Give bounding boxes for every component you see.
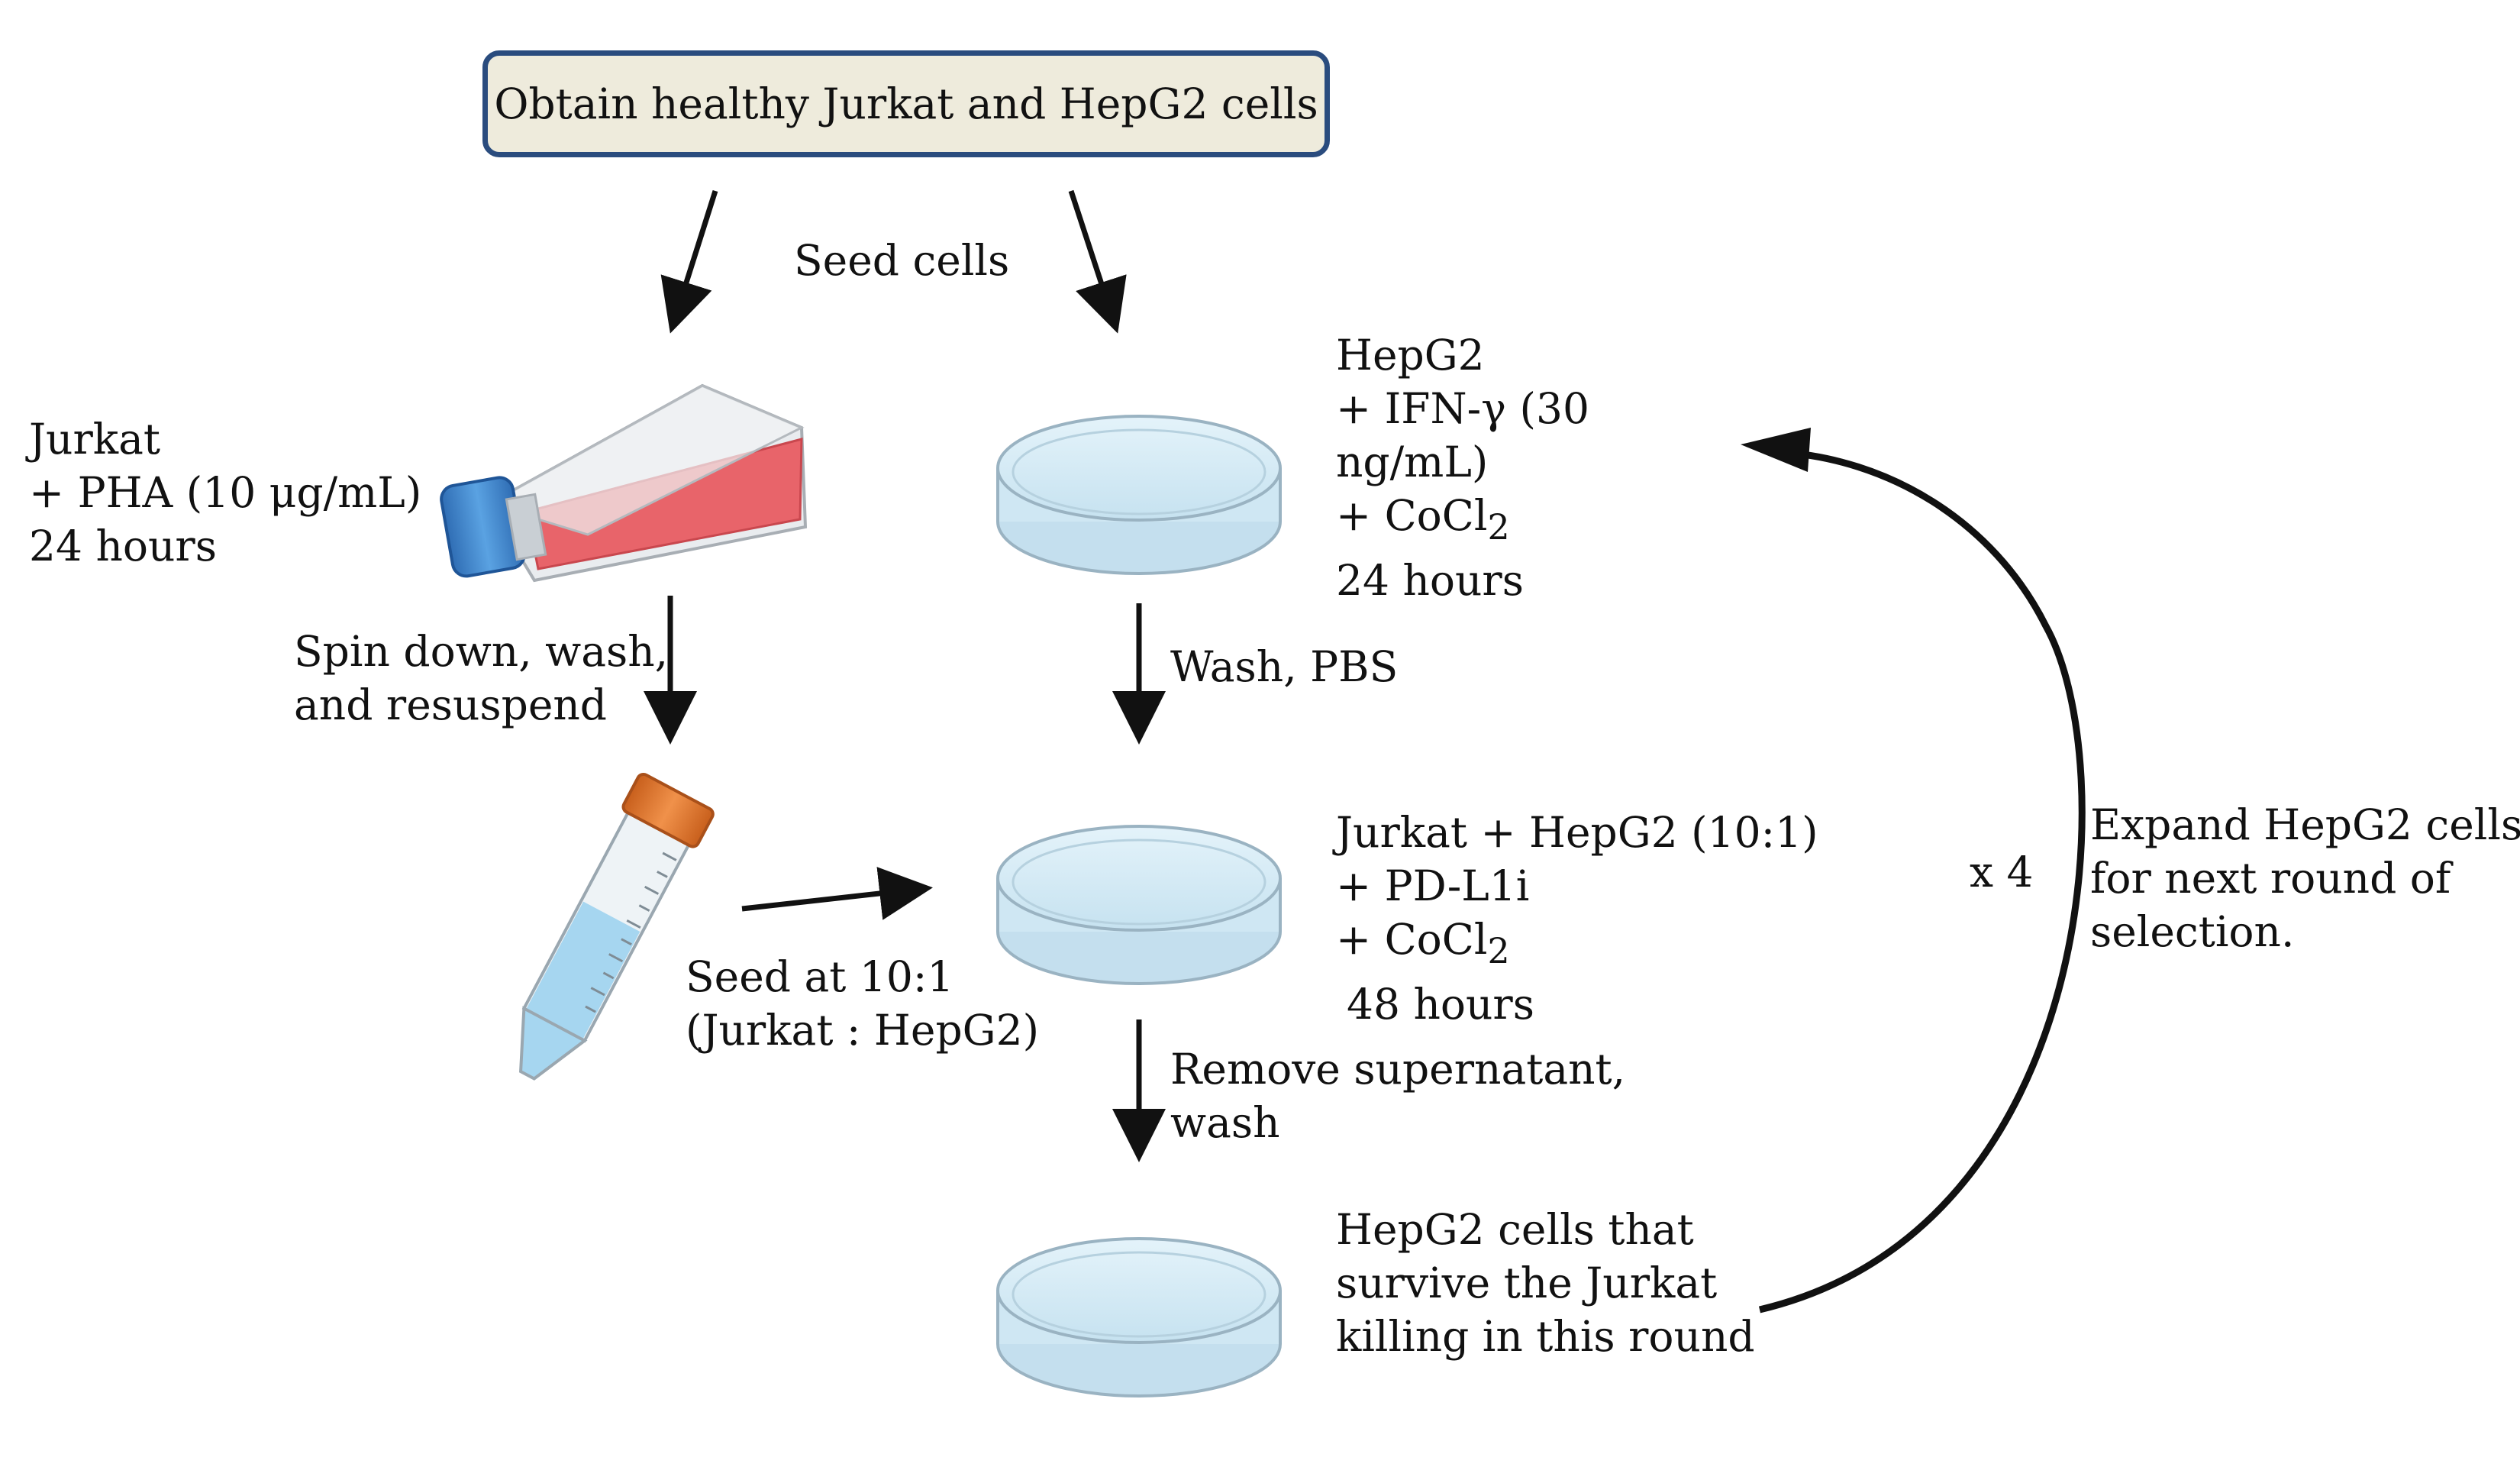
coculture-condition-line-4: 48 hours	[1347, 980, 1534, 1029]
jurkat-condition-line-3: 24 hours	[29, 522, 217, 570]
seed-ratio: Seed at 10:1 (Jurkat : HepG2)	[686, 950, 1039, 1057]
arrow-expand-loop-head	[1741, 428, 1811, 472]
repeat-count-label: x 4	[1970, 848, 2034, 897]
survivors-line-3: killing in this round	[1336, 1312, 1755, 1361]
spin-step: Spin down, wash, and resuspend	[294, 625, 668, 732]
hepg2-condition-line-3: ng/mL)	[1336, 438, 1489, 486]
seed-ratio-line-2: (Jurkat : HepG2)	[686, 1006, 1040, 1055]
culture-flask-icon	[440, 383, 808, 583]
jurkat-condition-line-2: + PHA (10 μg/mL)	[29, 468, 422, 517]
survivors-label: HepG2 cells that survive the Jurkat kill…	[1336, 1203, 1755, 1363]
remove-step: Remove supernatant, wash	[1170, 1042, 1625, 1149]
petri-dish-icon-bottom	[996, 1237, 1282, 1398]
arrows	[644, 189, 2086, 1314]
arrow-seed-left	[660, 189, 718, 334]
jurkat-condition: Jurkat + PHA (10 μg/mL) 24 hours	[29, 412, 421, 573]
hepg2-condition-line-2: + IFN-γ (30	[1336, 384, 1589, 433]
seed-ratio-line-1: Seed at 10:1	[686, 952, 954, 1001]
remove-step-line-1: Remove supernatant,	[1170, 1045, 1626, 1094]
subscript-2: 2	[1487, 506, 1510, 548]
coculture-condition-line-2: + PD-L1i	[1336, 861, 1530, 910]
hepg2-condition-line-4: + CoCl2	[1336, 491, 1510, 548]
spin-step-line-1: Spin down, wash,	[294, 627, 669, 676]
arrow-seed-ratio	[741, 867, 933, 920]
wash-pbs-label: Wash, PBS	[1170, 642, 1399, 691]
expand-step-line-2: for next round of	[2090, 854, 2451, 903]
arrow-seed-right	[1068, 189, 1127, 334]
coculture-condition-line-1: Jurkat + HepG2 (10:1)	[1336, 808, 1818, 857]
centrifuge-tube-icon	[519, 772, 715, 1081]
start-box: Obtain healthy Jurkat and HepG2 cells	[482, 50, 1330, 157]
expand-step: Expand HepG2 cells for next round of sel…	[2090, 798, 2520, 958]
remove-step-line-2: wash	[1170, 1098, 1280, 1147]
hepg2-condition-line-5: 24 hours	[1336, 556, 1524, 605]
jurkat-condition-line-1: Jurkat	[29, 415, 160, 464]
petri-dish-icon-middle	[996, 825, 1282, 985]
subscript-2: 2	[1487, 930, 1510, 971]
survivors-line-1: HepG2 cells that	[1336, 1205, 1694, 1254]
seed-cells-label: Seed cells	[794, 236, 1010, 285]
arrow-expand-loop	[1758, 448, 2086, 1314]
spin-step-line-2: and resuspend	[294, 680, 608, 729]
petri-dish-icon-top	[996, 415, 1282, 575]
hepg2-condition: HepG2 + IFN-γ (30 ng/mL) + CoCl2 24 hour…	[1336, 328, 1589, 607]
hepg2-condition-line-1: HepG2	[1336, 331, 1485, 380]
expand-step-line-1: Expand HepG2 cells	[2090, 800, 2520, 849]
start-box-label: Obtain healthy Jurkat and HepG2 cells	[494, 79, 1318, 128]
expand-step-line-3: selection.	[2090, 907, 2295, 956]
coculture-condition: Jurkat + HepG2 (10:1) + PD-L1i + CoCl2 4…	[1336, 806, 1818, 1031]
survivors-line-2: survive the Jurkat	[1336, 1259, 1718, 1307]
coculture-condition-line-3: + CoCl2	[1336, 915, 1510, 971]
